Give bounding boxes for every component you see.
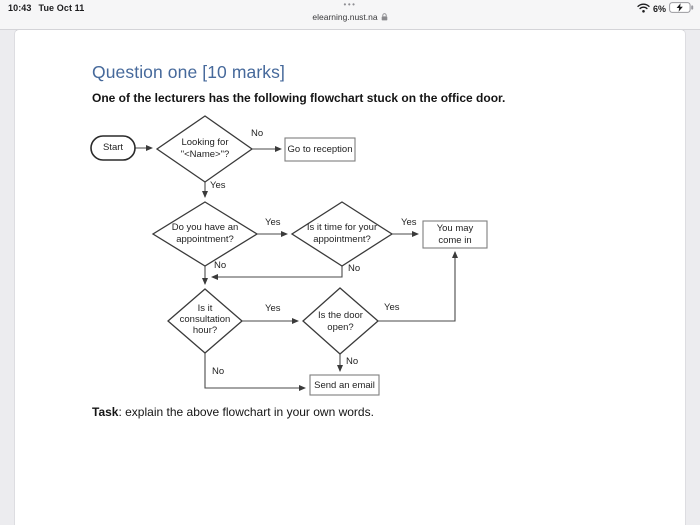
diamond-door-shape bbox=[302, 287, 379, 355]
status-indicators: 6% bbox=[637, 2, 694, 16]
intro-text: One of the lecturers has the following f… bbox=[92, 91, 506, 105]
edge-label-d4-yes: Yes bbox=[265, 303, 281, 314]
browser-chrome: 10:43 Tue Oct 11 ••• elearning.nust.na 6% bbox=[0, 0, 700, 30]
rect-comein-label: You may come in bbox=[423, 223, 487, 246]
diamond-time-label: Is it time for your appointment? bbox=[292, 222, 392, 245]
d5-line2: open? bbox=[327, 321, 354, 333]
edge-d3-no-return bbox=[211, 266, 343, 280]
diamond-looking-for-label: Looking for "<Name>"? bbox=[160, 137, 250, 160]
rect-reception-label: Go to reception bbox=[287, 144, 353, 155]
d4-line1: Is it bbox=[197, 303, 213, 314]
diamond-consultation-label: Is it consultation hour? bbox=[168, 303, 242, 336]
diamond-appointment-shape bbox=[151, 201, 259, 267]
edge-label-d5-yes: Yes bbox=[384, 302, 400, 313]
d3-line2: appointment? bbox=[313, 233, 371, 245]
diamond-looking-for-shape bbox=[155, 115, 254, 183]
wifi-icon bbox=[637, 0, 650, 18]
web-page bbox=[14, 29, 686, 525]
diamond-appointment-label: Do you have an appointment? bbox=[153, 222, 257, 245]
start-oval-shape bbox=[90, 135, 136, 161]
battery-percent: 6% bbox=[652, 4, 666, 14]
r2-line2: come in bbox=[438, 234, 472, 246]
d2-line2: appointment? bbox=[176, 233, 234, 245]
url-text: elearning.nust.na bbox=[312, 12, 378, 22]
task-line: Task: explain the above flowchart in you… bbox=[92, 405, 374, 419]
edge-d4-no-to-email bbox=[204, 353, 306, 391]
status-clock: 10:43 Tue Oct 11 bbox=[8, 3, 84, 13]
edge-label-d3-no: No bbox=[348, 263, 361, 274]
d3-line1: Is it time for your bbox=[306, 222, 378, 233]
task-text: : explain the above flowchart in your ow… bbox=[118, 405, 374, 419]
diamond-time-shape bbox=[290, 201, 394, 267]
rect-email-shape bbox=[309, 374, 380, 396]
battery-charging-icon bbox=[669, 0, 694, 18]
edge-label-d3-yes: Yes bbox=[401, 217, 417, 228]
task-label: Task bbox=[92, 405, 119, 419]
diamond-door-label: Is the door open? bbox=[303, 310, 378, 333]
multitask-dots[interactable]: ••• bbox=[343, 0, 357, 9]
d4-line3: hour? bbox=[192, 325, 218, 336]
edge-label-d1-yes: Yes bbox=[210, 180, 226, 191]
edge-label-d2-yes: Yes bbox=[265, 217, 281, 228]
diamond-consultation-shape bbox=[167, 288, 243, 354]
rect-reception-shape bbox=[284, 137, 356, 162]
edge-d5-yes-to-comein bbox=[378, 251, 458, 322]
d5-line1: Is the door bbox=[318, 310, 363, 321]
status-date: Tue Oct 11 bbox=[38, 3, 85, 13]
d1-line1: Looking for bbox=[181, 137, 229, 148]
rect-comein-shape bbox=[422, 220, 488, 249]
rect-email-label: Send an email bbox=[314, 380, 375, 391]
r2-line1: You may bbox=[436, 223, 474, 234]
edge-label-d4-no: No bbox=[212, 366, 225, 377]
start-label: Start bbox=[102, 142, 124, 153]
d2-line1: Do you have an bbox=[171, 222, 239, 233]
edge-label-d1-no: No bbox=[251, 128, 264, 139]
edge-label-d5-no: No bbox=[346, 356, 359, 367]
d1-line2: "<Name>"? bbox=[180, 148, 230, 160]
lock-icon bbox=[381, 13, 388, 23]
question-heading: Question one [10 marks] bbox=[92, 62, 285, 82]
d4-line2: consultation bbox=[179, 314, 231, 325]
edge-label-d2-no: No bbox=[214, 260, 227, 271]
status-time: 10:43 bbox=[8, 3, 32, 13]
address-bar[interactable]: elearning.nust.na bbox=[0, 12, 700, 23]
